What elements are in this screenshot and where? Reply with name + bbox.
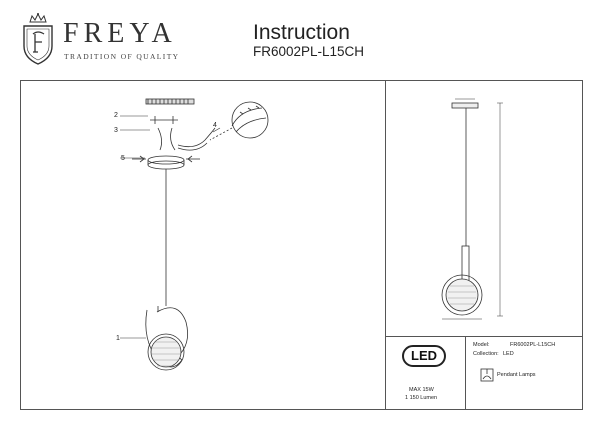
callout-4: 4 (213, 122, 217, 129)
led-badge: LED (402, 345, 446, 367)
lumen-output: 1 150 Lumen (405, 395, 438, 401)
brand-crest-icon (23, 12, 53, 65)
model-label: Model: (473, 342, 490, 348)
page-title: Instruction (253, 21, 350, 44)
lamp-type-label: Pendant Lamps (497, 372, 536, 378)
brand-tagline: TRADITION OF QUALITY (64, 52, 180, 61)
model-code: FR6002PL-L15CH (253, 44, 365, 59)
frame-divider (385, 80, 386, 410)
led-badge-label: LED (411, 348, 437, 363)
callout-5: 5 (121, 155, 125, 162)
drawing-frame (20, 80, 583, 410)
model-value: FR6002PL-L15CH (510, 342, 556, 348)
info-table-split-line (465, 336, 466, 410)
max-power: MAX 15W (409, 387, 434, 393)
assembly-drawing (120, 98, 269, 371)
info-table-top-line (385, 336, 583, 337)
pendant-lamp-icon (480, 368, 494, 382)
callout-3: 3 (114, 127, 118, 134)
callout-2: 2 (114, 112, 118, 119)
callout-1: 1 (116, 335, 120, 342)
dimension-drawing (441, 98, 503, 320)
collection-label: Collection: (473, 351, 499, 357)
brand-name: FREYA (63, 18, 177, 49)
collection-value: LED (503, 351, 514, 357)
